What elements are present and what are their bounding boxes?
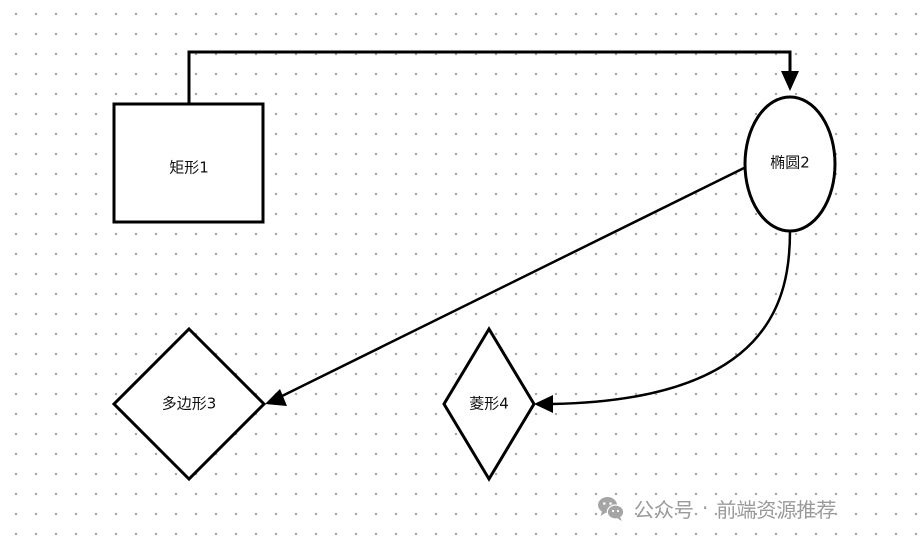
edges-layer: [187, 50, 799, 413]
ellipse-label: 椭圆2: [770, 154, 810, 172]
edge-ellipse2-to-polygon3[interactable]: [277, 166, 745, 400]
watermark-account-name: 前端资源推荐: [716, 497, 837, 522]
node-ellipse[interactable]: 椭圆2: [743, 95, 837, 233]
node-rectangle[interactable]: 矩形1: [112, 102, 265, 224]
ellipse-shape: [743, 95, 837, 233]
polygon-shape: [111, 326, 267, 482]
rectangle-shape: [112, 102, 265, 224]
watermark: 公众号 · 前端资源推荐: [596, 490, 836, 526]
edge-rect1-to-ellipse2[interactable]: [187, 50, 792, 103]
arrowhead-ellipse2-to-polygon3: [265, 389, 287, 406]
arrowhead-ellipse2-to-diamond4: [534, 395, 553, 413]
watermark-separator: ·: [702, 496, 709, 520]
diamond-label: 菱形4: [469, 395, 509, 413]
arrowhead-rect1-to-ellipse2: [781, 71, 799, 91]
node-diamond[interactable]: 菱形4: [442, 326, 536, 482]
edge-ellipse2-to-diamond4[interactable]: [551, 230, 792, 406]
rectangle-label: 矩形1: [169, 159, 209, 177]
watermark-account-label: 公众号: [634, 497, 694, 522]
wechat-icon: [596, 493, 626, 523]
polygon-label: 多边形3: [162, 395, 217, 413]
node-polygon[interactable]: 多边形3: [111, 326, 267, 482]
diamond-shape: [442, 326, 536, 482]
